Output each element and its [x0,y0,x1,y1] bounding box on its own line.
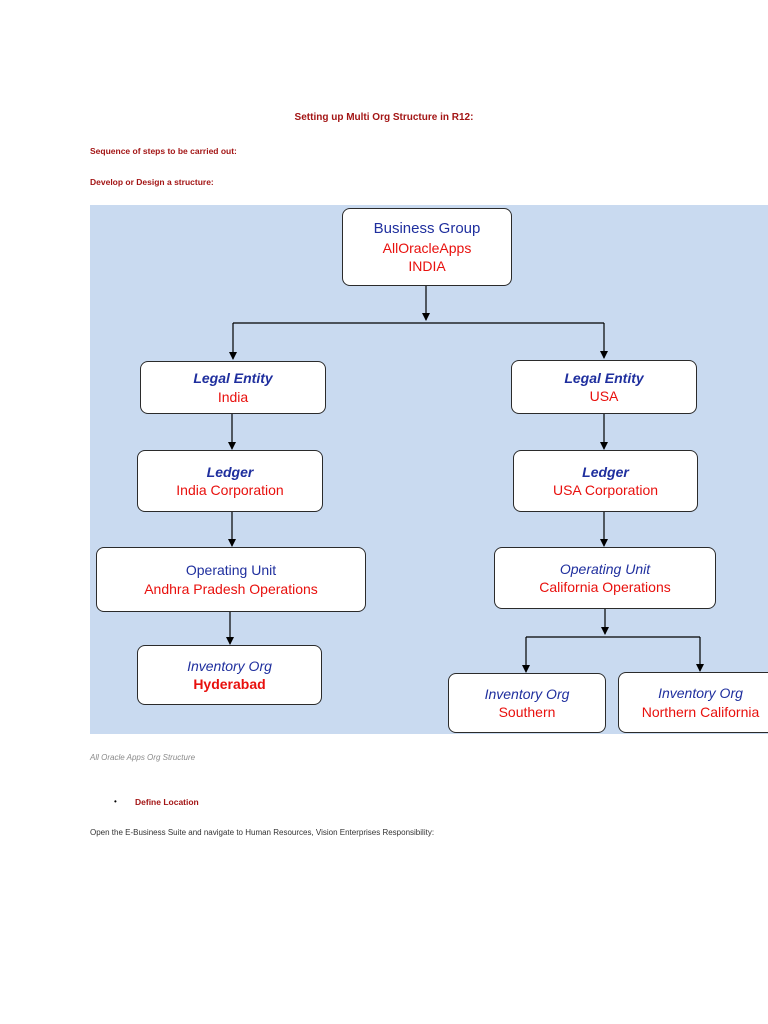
business-group-node: Business Group AllOracleApps INDIA [342,208,512,286]
inventory-org-northern-california-node: Inventory Org Northern California [618,672,768,733]
india-ledger-name: India Corporation [176,482,284,498]
india-ledger-node: Ledger India Corporation [137,450,323,512]
usa-operating-unit-type: Operating Unit [559,560,651,577]
page-title: Setting up Multi Org Structure in R12: [294,112,474,123]
india-ledger-type: Ledger [206,463,254,480]
usa-operating-unit-node: Operating Unit California Operations [494,547,716,609]
inventory-org-hyderabad-name: Hyderabad [193,676,266,692]
india-legal-entity-name: India [217,388,249,405]
steps-heading: Sequence of steps to be carried out: [90,146,237,156]
india-operating-unit-type: Operating Unit [185,562,277,579]
bullet-marker: • [114,797,117,806]
business-group-name-line2: INDIA [408,257,446,274]
usa-operating-unit-name: California Operations [539,579,671,595]
business-group-name-line1: AllOracleApps [382,239,472,256]
usa-legal-entity-node: Legal Entity USA [511,360,697,414]
india-legal-entity-type: Legal Entity [193,370,273,387]
define-location-bullet: Define Location [135,797,199,807]
usa-ledger-type: Ledger [582,463,629,480]
inventory-org-hyderabad-node: Inventory Org Hyderabad [137,645,322,705]
usa-legal-entity-type: Legal Entity [564,369,644,386]
design-heading: Develop or Design a structure: [90,177,214,187]
inventory-org-southern-name: Southern [498,704,556,720]
usa-ledger-node: Ledger USA Corporation [513,450,698,512]
diagram-caption: All Oracle Apps Org Structure [90,753,196,762]
inventory-org-hyderabad-type: Inventory Org [187,657,272,674]
india-operating-unit-name: Andhra Pradesh Operations [144,580,318,597]
inventory-org-southern-node: Inventory Org Southern [448,673,606,733]
inventory-org-northern-california-type: Inventory Org [658,685,743,702]
india-legal-entity-node: Legal Entity India [140,361,326,414]
instruction-text: Open the E-Business Suite and navigate t… [90,828,435,837]
inventory-org-northern-california-name: Northern California [641,703,760,720]
india-operating-unit-node: Operating Unit Andhra Pradesh Operations [96,547,366,612]
business-group-type: Business Group [373,220,481,238]
usa-legal-entity-name: USA [589,388,619,404]
inventory-org-southern-type: Inventory Org [484,685,570,702]
usa-ledger-name: USA Corporation [552,482,659,498]
